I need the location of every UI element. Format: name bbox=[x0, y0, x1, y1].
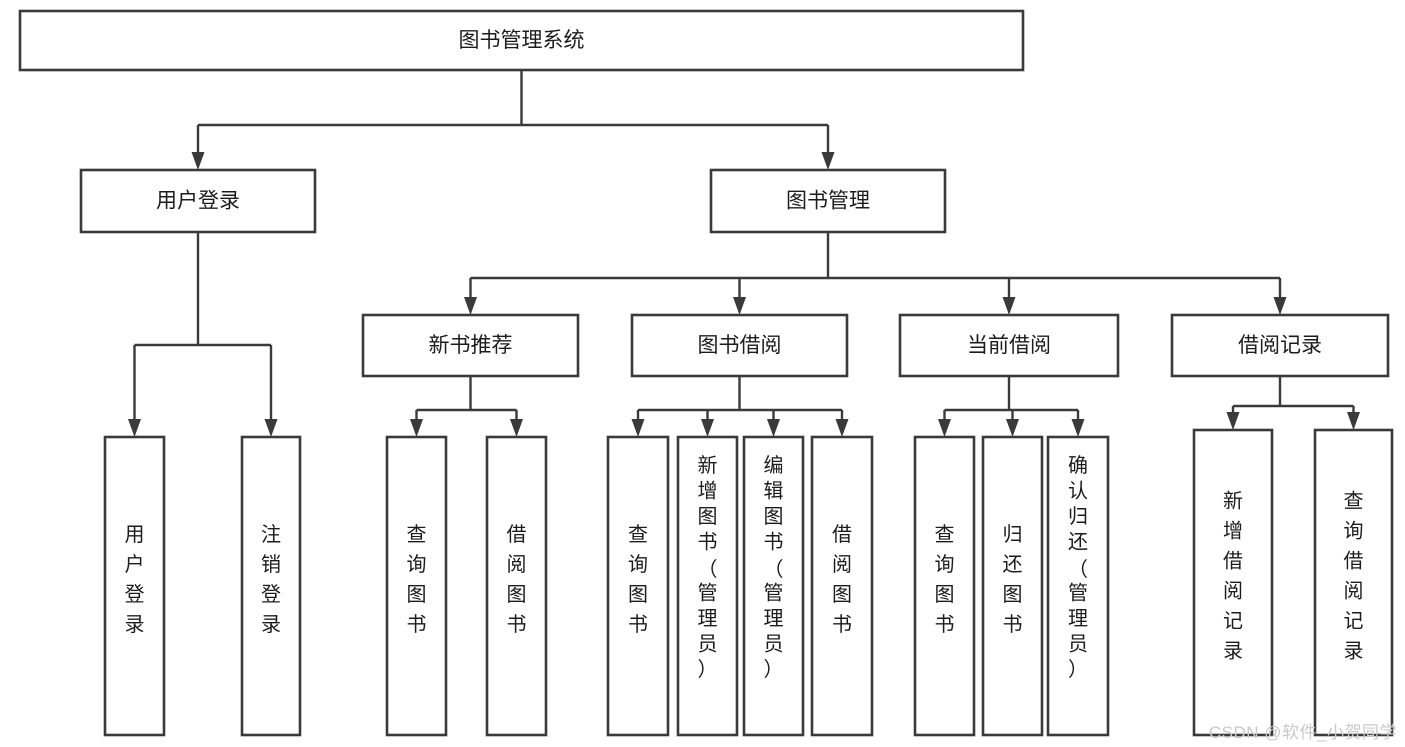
node-label-book-borrow: 图书借阅 bbox=[698, 334, 782, 357]
node-box-leaf-query-book-borrow bbox=[606, 435, 670, 737]
node-box-leaf-return-book bbox=[981, 435, 1044, 737]
arrow-head-icon bbox=[767, 419, 780, 437]
node-label-leaf-confirm-return: 确认归还（管理员） bbox=[1068, 454, 1088, 681]
node-book-borrow[interactable]: 图书借阅 bbox=[630, 313, 849, 378]
node-root[interactable]: 图书管理系统 bbox=[18, 9, 1025, 72]
node-user-login[interactable]: 用户登录 bbox=[79, 168, 317, 234]
arrow-head-icon bbox=[128, 419, 141, 437]
arrow-head-icon bbox=[510, 419, 523, 437]
node-new-book-recommend[interactable]: 新书推荐 bbox=[361, 313, 580, 378]
node-label-leaf-add-record: 新增借阅记录 bbox=[1223, 490, 1243, 663]
node-leaf-borrow-book-rec[interactable]: 借阅图书 bbox=[485, 435, 548, 737]
node-leaf-confirm-return[interactable]: 确认归还（管理员） bbox=[1046, 435, 1110, 737]
node-box-root bbox=[18, 9, 1025, 72]
node-box-leaf-add-record bbox=[1192, 428, 1274, 737]
connector-group-borrow-record bbox=[1226, 376, 1360, 430]
arrow-head-icon bbox=[631, 419, 645, 437]
node-box-leaf-query-record bbox=[1313, 428, 1394, 737]
arrow-head-icon bbox=[821, 152, 835, 170]
node-label-leaf-query-book-borrow: 查询图书 bbox=[628, 523, 648, 636]
node-label-user-login: 用户登录 bbox=[156, 190, 240, 213]
node-leaf-return-book[interactable]: 归还图书 bbox=[981, 435, 1044, 737]
connector-group-new-book-recommend bbox=[410, 376, 523, 437]
node-label-leaf-query-book-rec: 查询图书 bbox=[407, 523, 427, 636]
node-leaf-query-record[interactable]: 查询借阅记录 bbox=[1313, 428, 1394, 737]
node-box-book-manage bbox=[709, 168, 947, 234]
arrow-head-icon bbox=[835, 419, 849, 437]
arrow-head-icon bbox=[191, 152, 205, 170]
node-leaf-add-book[interactable]: 新增图书（管理员） bbox=[676, 435, 739, 737]
node-box-leaf-confirm-return bbox=[1046, 435, 1110, 737]
connector-group-current-borrow bbox=[938, 376, 1085, 437]
node-current-borrow[interactable]: 当前借阅 bbox=[898, 313, 1120, 378]
node-book-manage[interactable]: 图书管理 bbox=[709, 168, 947, 234]
node-label-borrow-record: 借阅记录 bbox=[1238, 334, 1322, 357]
node-label-book-manage: 图书管理 bbox=[786, 190, 870, 213]
node-box-leaf-user-login bbox=[103, 435, 166, 737]
node-label-leaf-add-book: 新增图书（管理员） bbox=[698, 454, 718, 681]
node-leaf-query-book-borrow[interactable]: 查询图书 bbox=[606, 435, 670, 737]
node-label-current-borrow: 当前借阅 bbox=[967, 334, 1051, 357]
arrow-head-icon bbox=[410, 419, 423, 437]
node-label-leaf-user-login: 用户登录 bbox=[125, 524, 145, 636]
arrow-head-icon bbox=[1347, 412, 1360, 430]
node-label-leaf-logout: 注销登录 bbox=[261, 523, 281, 636]
node-box-leaf-query-book-rec bbox=[385, 435, 448, 737]
connector-group-book-borrow bbox=[631, 376, 849, 437]
arrow-head-icon bbox=[1226, 412, 1240, 430]
node-leaf-logout[interactable]: 注销登录 bbox=[240, 435, 302, 737]
node-label-leaf-return-book: 归还图书 bbox=[1003, 523, 1023, 636]
connector-group-user-login bbox=[128, 232, 278, 437]
arrow-head-icon bbox=[733, 297, 746, 315]
node-box-leaf-borrow-book bbox=[810, 435, 874, 737]
arrow-head-icon bbox=[1002, 297, 1016, 315]
arrow-head-icon bbox=[264, 419, 278, 437]
node-leaf-query-book-cur[interactable]: 查询图书 bbox=[913, 435, 976, 737]
arrow-head-icon bbox=[701, 419, 714, 437]
node-leaf-edit-book[interactable]: 编辑图书（管理员） bbox=[742, 435, 805, 737]
arrow-head-icon bbox=[464, 297, 477, 315]
node-box-borrow-record bbox=[1170, 313, 1390, 378]
node-box-book-borrow bbox=[630, 313, 849, 378]
node-leaf-borrow-book[interactable]: 借阅图书 bbox=[810, 435, 874, 737]
node-box-leaf-add-book bbox=[676, 435, 739, 737]
node-label-leaf-query-record: 查询借阅记录 bbox=[1344, 490, 1364, 663]
node-box-leaf-query-book-cur bbox=[913, 435, 976, 737]
connector-group-book-manage bbox=[464, 232, 1287, 315]
arrow-head-icon bbox=[1273, 297, 1287, 315]
node-box-new-book-recommend bbox=[361, 313, 580, 378]
node-label-leaf-query-book-cur: 查询图书 bbox=[935, 523, 955, 636]
node-label-leaf-borrow-book-rec: 借阅图书 bbox=[507, 523, 527, 636]
node-borrow-record[interactable]: 借阅记录 bbox=[1170, 313, 1390, 378]
node-box-leaf-logout bbox=[240, 435, 302, 737]
node-label-root: 图书管理系统 bbox=[459, 29, 585, 52]
node-leaf-user-login[interactable]: 用户登录 bbox=[103, 435, 166, 737]
arrow-head-icon bbox=[1071, 419, 1085, 437]
node-box-leaf-borrow-book-rec bbox=[485, 435, 548, 737]
node-box-current-borrow bbox=[898, 313, 1120, 378]
node-label-leaf-borrow-book: 借阅图书 bbox=[832, 523, 852, 636]
node-label-new-book-recommend: 新书推荐 bbox=[429, 334, 513, 357]
node-box-leaf-edit-book bbox=[742, 435, 805, 737]
node-box-user-login bbox=[79, 168, 317, 234]
arrow-head-icon bbox=[1006, 419, 1019, 437]
node-layer: 图书管理系统用户登录图书管理新书推荐图书借阅当前借阅借阅记录用户登录注销登录查询… bbox=[18, 9, 1394, 737]
node-leaf-query-book-rec[interactable]: 查询图书 bbox=[385, 435, 448, 737]
node-label-leaf-edit-book: 编辑图书（管理员） bbox=[764, 454, 784, 681]
node-leaf-add-record[interactable]: 新增借阅记录 bbox=[1192, 428, 1274, 737]
connector-group-root bbox=[191, 70, 835, 170]
arrow-head-icon bbox=[938, 419, 951, 437]
connector-layer bbox=[128, 70, 1360, 437]
